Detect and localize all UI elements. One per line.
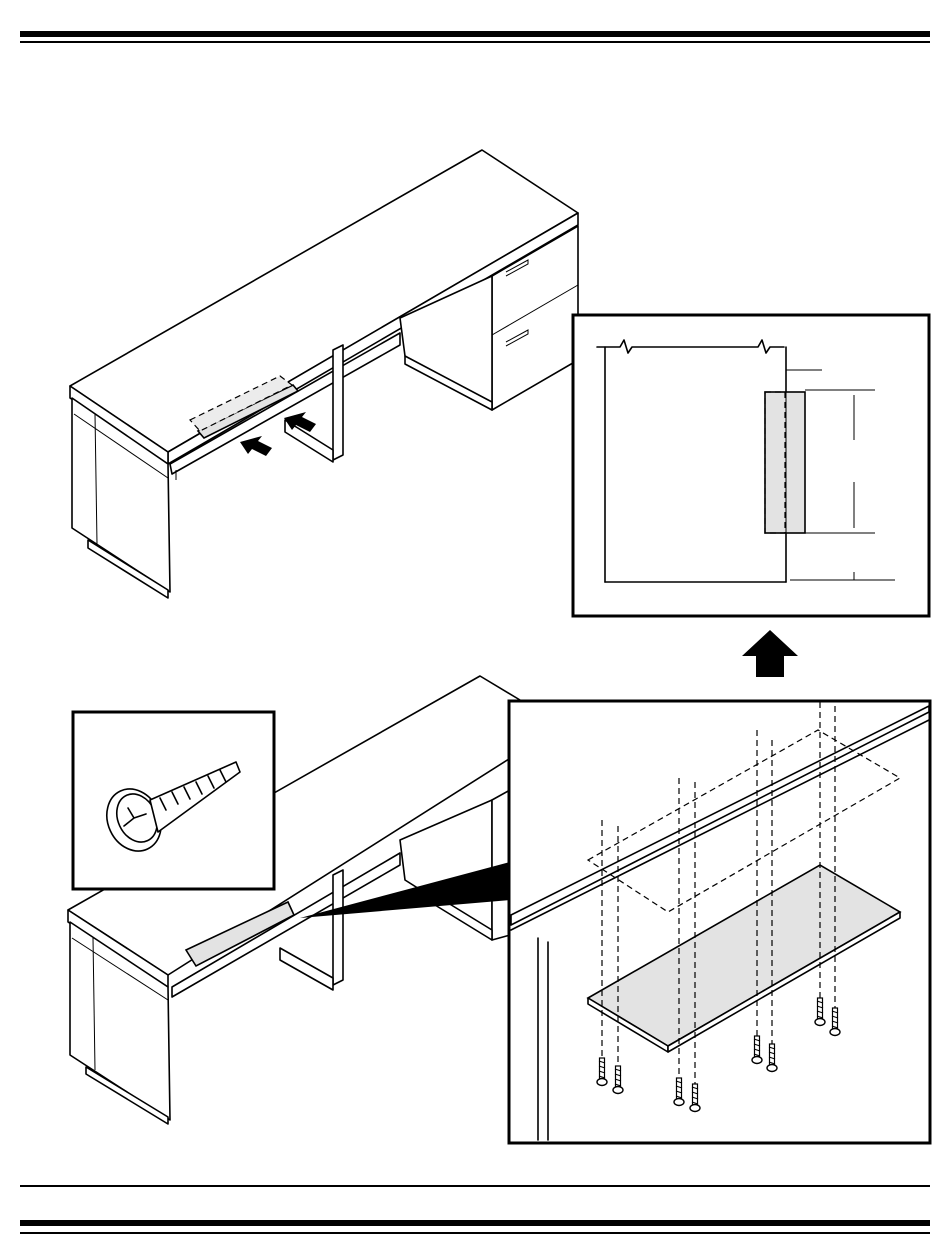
dimension-detail-box <box>573 315 929 616</box>
push-arrow-left <box>240 436 272 456</box>
up-arrow-icon <box>742 630 798 677</box>
desk-top-view <box>70 150 578 598</box>
plate-attachment-box <box>509 701 930 1143</box>
screw-detail-box <box>73 712 274 889</box>
